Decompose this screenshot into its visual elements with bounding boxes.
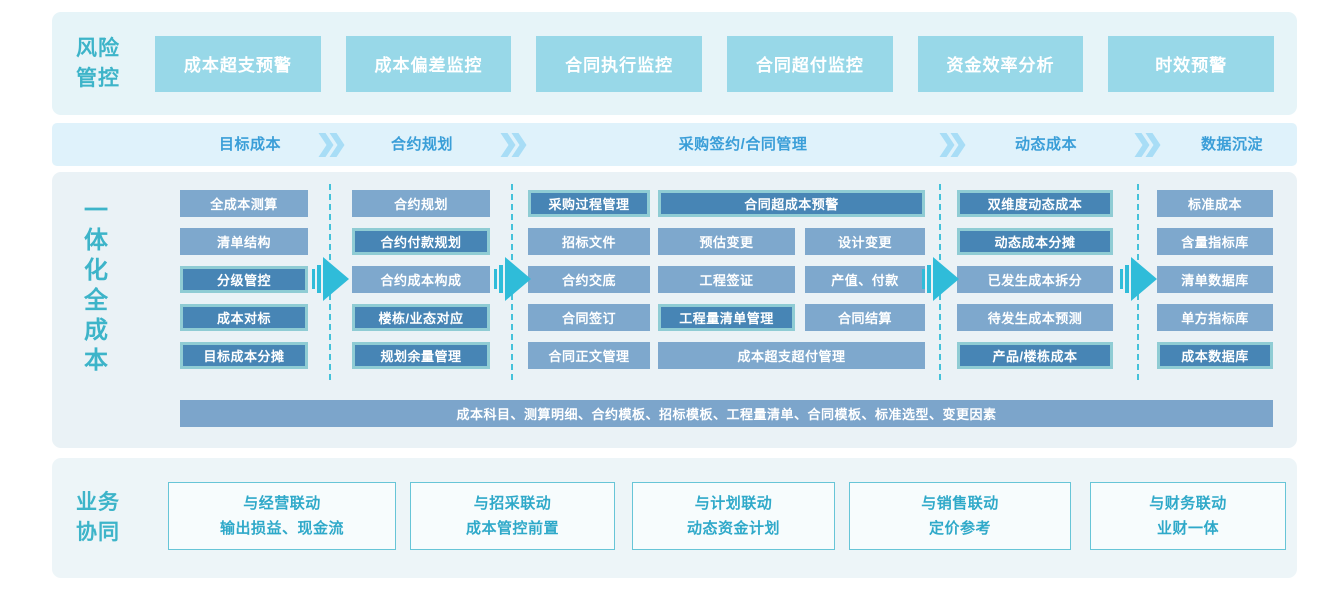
cost-box-engineering-visa: 工程签证 xyxy=(658,266,795,293)
cost-box-unit-index-library: 单方指标库 xyxy=(1157,304,1273,331)
risk-box-contract-overpay-monitor: 合同超付监控 xyxy=(727,35,893,92)
stage-label-procurement-contract: 采购签约/合同管理 xyxy=(678,136,808,153)
collab-box-line1: 与招采联动 xyxy=(473,495,552,512)
collab-box-operations: 与经营联动 输出损益、现金流 xyxy=(168,482,396,550)
cost-box-contract-planning: 合约规划 xyxy=(352,190,490,217)
cost-box-list-database: 清单数据库 xyxy=(1157,266,1273,293)
chevron-right-icon xyxy=(500,132,527,157)
cost-box-dynamic-cost-allocation: 动态成本分摊 xyxy=(957,228,1113,255)
risk-box-fund-efficiency-analysis: 资金效率分析 xyxy=(917,35,1084,92)
cost-box-contract-payment-plan: 合约付款规划 xyxy=(352,228,490,255)
collab-box-line2: 动态资金计划 xyxy=(686,520,780,537)
cost-box-design-change: 设计变更 xyxy=(805,228,925,255)
collab-box-planning: 与计划联动 动态资金计划 xyxy=(632,482,835,550)
cost-box-planning-margin-management: 规划余量管理 xyxy=(352,342,490,369)
cost-box-cost-database: 成本数据库 xyxy=(1157,342,1273,369)
risk-box-cost-overrun-warning: 成本超支预警 xyxy=(155,35,321,92)
cost-box-target-cost-allocation: 目标成本分摊 xyxy=(180,342,308,369)
cost-box-standard-cost: 标准成本 xyxy=(1157,190,1273,217)
cost-box-contract-briefing: 合约交底 xyxy=(528,266,650,293)
risk-section-title: 风险 管控 xyxy=(76,34,120,94)
collab-box-line1: 与财务联动 xyxy=(1149,495,1227,512)
flow-arrow-icon xyxy=(494,257,531,301)
cost-box-output-payment: 产值、付款 xyxy=(805,266,925,293)
collab-section-title: 业务 协同 xyxy=(76,488,120,548)
cost-box-full-cost-estimate: 全成本测算 xyxy=(180,190,308,217)
flow-arrow-icon xyxy=(1120,257,1157,301)
risk-box-contract-execution-monitor: 合同执行监控 xyxy=(536,35,703,92)
cost-box-tiered-control: 分级管控 xyxy=(180,266,308,293)
integrated-section-title: 一 体 化 全 成 本 xyxy=(72,196,120,376)
flow-arrow-icon xyxy=(922,257,959,301)
collab-box-line2: 成本管控前置 xyxy=(465,520,559,537)
business-collaboration-section: 业务 协同 与经营联动 输出损益、现金流 与招采联动 成本管控前置 与计划联动 … xyxy=(52,458,1297,578)
stage-flow-bar: 目标成本 合约规划 采购签约/合同管理 动态成本 数据沉淀 xyxy=(52,123,1297,166)
title-char: 化 xyxy=(84,257,108,284)
collab-box-line2: 定价参考 xyxy=(928,520,991,537)
chevron-right-icon xyxy=(318,132,345,157)
collab-box-line1: 与经营联动 xyxy=(243,495,321,512)
stage-label-contract-planning: 合约规划 xyxy=(390,136,454,153)
cost-box-contract-text-management: 合同正文管理 xyxy=(528,342,650,369)
cost-box-procurement-process: 采购过程管理 xyxy=(528,190,650,217)
stage-label-target-cost: 目标成本 xyxy=(218,136,282,153)
cost-box-dual-dimension-dynamic-cost: 双维度动态成本 xyxy=(957,190,1113,217)
collab-box-line1: 与销售联动 xyxy=(921,495,999,512)
cost-box-estimated-change: 预估变更 xyxy=(658,228,795,255)
collab-box-procurement: 与招采联动 成本管控前置 xyxy=(410,482,615,550)
cost-box-contract-signing: 合同签订 xyxy=(528,304,650,331)
risk-control-section: 风险 管控 成本超支预警 成本偏差监控 合同执行监控 合同超付监控 资金效率分析… xyxy=(52,12,1297,115)
collab-title-line: 业务 xyxy=(76,491,120,514)
stage-label-dynamic-cost: 动态成本 xyxy=(1014,136,1078,153)
cost-box-contract-settlement: 合同结算 xyxy=(805,304,925,331)
collab-box-line2: 输出损益、现金流 xyxy=(219,520,344,537)
cost-box-product-building-cost: 产品/楼栋成本 xyxy=(957,342,1113,369)
cost-box-pending-cost-forecast: 待发生成本预测 xyxy=(957,304,1113,331)
cost-box-bidding-documents: 招标文件 xyxy=(528,228,650,255)
title-char: 一 xyxy=(84,197,108,224)
collab-box-line1: 与计划联动 xyxy=(694,495,773,512)
cost-box-building-format-mapping: 楼栋/业态对应 xyxy=(352,304,490,331)
title-char: 成 xyxy=(84,317,108,344)
risk-button-row: 成本超支预警 成本偏差监控 合同执行监控 合同超付监控 资金效率分析 时效预警 xyxy=(155,35,1275,92)
cost-box-contract-cost-composition: 合约成本构成 xyxy=(352,266,490,293)
cost-box-contract-over-cost-warning: 合同超成本预警 xyxy=(658,190,925,217)
risk-box-cost-deviation-monitor: 成本偏差监控 xyxy=(345,35,512,92)
integrated-full-cost-section: 一 体 化 全 成 本 全成本测算 清单结构 分级管控 成本对标 目标成本分摊 … xyxy=(52,172,1297,448)
risk-title-line: 风险 xyxy=(76,36,120,60)
cost-box-boq-management: 工程量清单管理 xyxy=(658,304,795,331)
base-templates-bar: 成本科目、测算明细、合约模板、招标模板、工程量清单、合同模板、标准选型、变更因素 xyxy=(180,400,1273,427)
collab-box-line2: 业财一体 xyxy=(1156,520,1219,537)
risk-box-timeliness-warning: 时效预警 xyxy=(1108,35,1275,92)
collab-box-finance: 与财务联动 业财一体 xyxy=(1090,482,1286,550)
title-char: 全 xyxy=(84,287,108,314)
collab-title-line: 协同 xyxy=(76,521,120,544)
cost-box-cost-benchmark: 成本对标 xyxy=(180,304,308,331)
stage-label-data-accumulation: 数据沉淀 xyxy=(1200,136,1264,153)
cost-box-list-structure: 清单结构 xyxy=(180,228,308,255)
title-char: 体 xyxy=(84,227,108,254)
title-char: 本 xyxy=(84,347,108,374)
cost-box-overrun-overpay-management: 成本超支超付管理 xyxy=(658,342,925,369)
risk-title-line: 管控 xyxy=(76,66,120,90)
chevron-right-icon xyxy=(939,132,966,157)
flow-arrow-icon xyxy=(312,257,349,301)
chevron-right-icon xyxy=(1134,132,1161,157)
cost-box-incurred-cost-split: 已发生成本拆分 xyxy=(957,266,1113,293)
cost-box-content-index-library: 含量指标库 xyxy=(1157,228,1273,255)
collab-box-sales: 与销售联动 定价参考 xyxy=(849,482,1071,550)
